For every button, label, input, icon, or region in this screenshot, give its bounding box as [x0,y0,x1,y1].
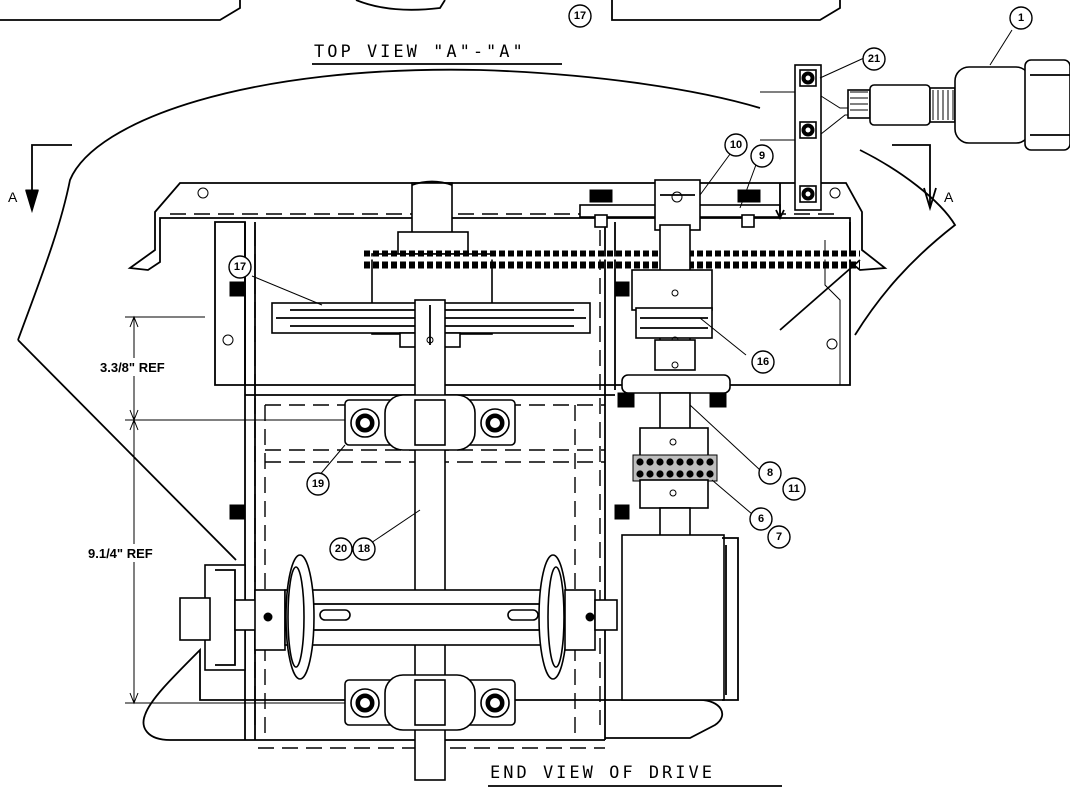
svg-text:17: 17 [234,261,246,273]
balloon-16: 16 [751,350,775,374]
top-right-bracket [760,64,870,211]
balloon-9: 9 [750,144,774,168]
svg-text:11: 11 [788,483,800,495]
balloon-21: 21 [862,47,886,71]
balloon-17-top: 17 [568,4,592,28]
drive-chain [360,250,864,269]
balloon-6: 6 [749,507,773,531]
balloon-1: 1 [1009,6,1033,30]
svg-text:10: 10 [730,139,742,151]
sprocket-shaft [631,224,713,371]
top-view-remnants [0,0,841,21]
pillow-block-lower [344,674,516,731]
svg-text:17: 17 [574,10,586,22]
end-view-title: END VIEW OF DRIVE [488,763,782,787]
balloon-17: 17 [228,255,252,279]
break-boundary-right [854,149,957,336]
svg-text:19: 19 [312,478,324,490]
svg-text:A: A [944,189,954,205]
svg-text:9: 9 [759,150,765,162]
cable-fitting [847,59,1070,151]
section-arrow-left: A [8,144,72,214]
svg-text:21: 21 [868,53,880,65]
take-up-bracket [579,179,785,231]
dim-upper: 3.3/8" REF [100,360,165,375]
input-shaft [411,180,453,239]
wheel-axle [179,554,618,680]
balloon-10: 10 [724,133,748,157]
dimension-lines: 3.3/8" REF 9.1/4" REF [86,315,345,705]
balloon-20: 20 [329,537,353,561]
gear-motor [621,534,739,701]
balloon-18: 18 [352,537,376,561]
svg-text:18: 18 [358,543,370,555]
svg-text:8: 8 [767,467,773,479]
top-view-title: TOP VIEW "A"-"A" [312,42,562,65]
svg-text:TOP VIEW "A"-"A": TOP VIEW "A"-"A" [314,42,526,62]
svg-text:END VIEW OF DRIVE: END VIEW OF DRIVE [490,763,715,783]
lower-bracket [617,374,731,434]
balloon-8: 8 [758,461,782,485]
balloon-11: 11 [782,477,806,501]
break-boundary [17,68,761,341]
dim-lower: 9.1/4" REF [88,546,153,561]
section-arrow-right: A [892,144,954,212]
balloon-7: 7 [767,525,791,549]
svg-text:A: A [8,189,18,205]
chain-coupling [632,427,718,539]
svg-text:20: 20 [335,543,347,555]
svg-text:16: 16 [757,356,769,368]
leader-lines [251,29,1013,548]
pillow-block-upper [344,394,516,451]
svg-text:7: 7 [776,531,782,543]
svg-text:6: 6 [758,513,764,525]
svg-text:1: 1 [1018,12,1024,24]
balloon-19: 19 [306,472,330,496]
frame-bolts-left [229,281,630,520]
